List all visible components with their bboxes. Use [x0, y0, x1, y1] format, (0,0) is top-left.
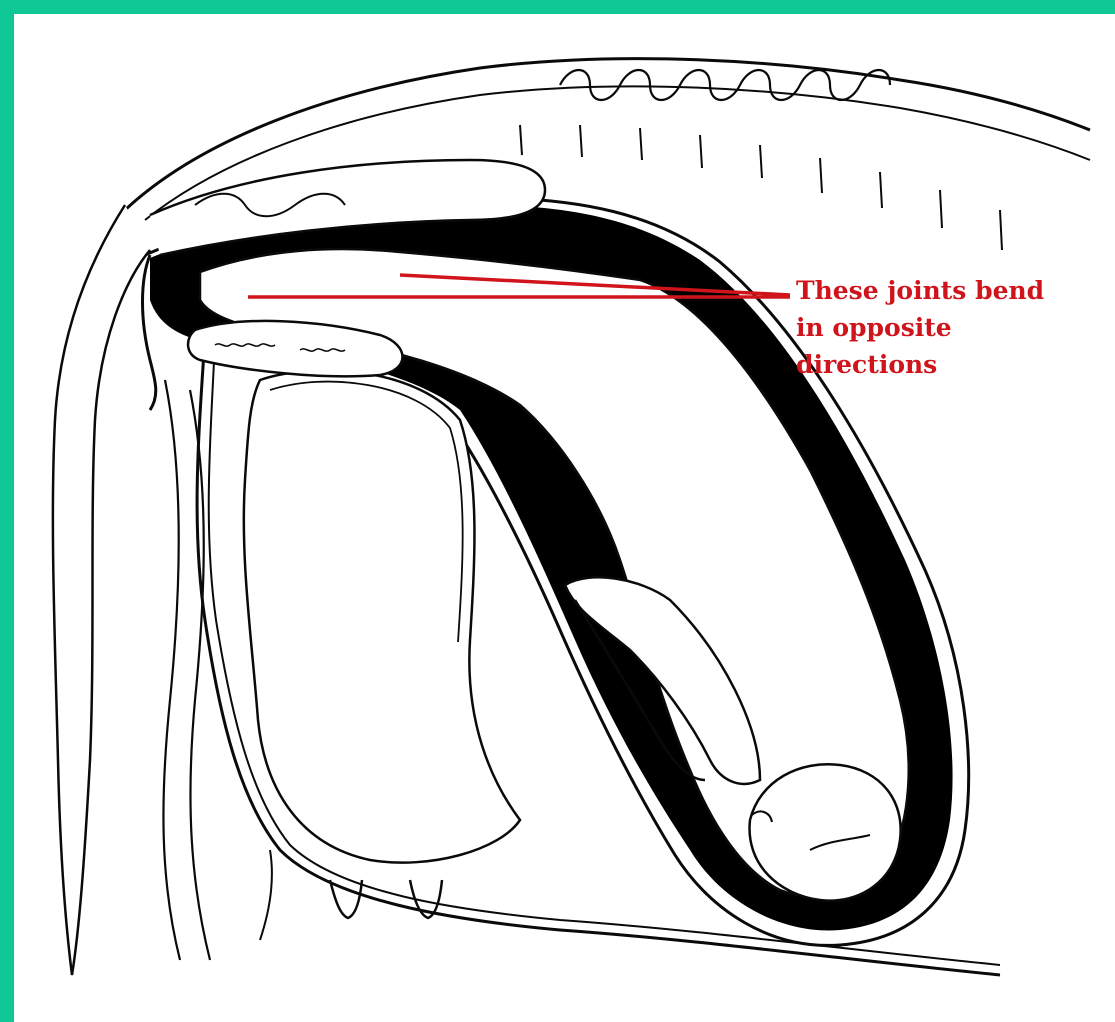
annotation-line-1: These joints bend	[796, 272, 1111, 309]
calf-head	[750, 764, 901, 900]
tail	[53, 205, 150, 975]
annotation-line-3: directions	[796, 346, 1111, 383]
frame-top-border	[0, 0, 1115, 14]
udder-fold	[260, 850, 272, 940]
annotation-text: These joints bend in opposite directions	[796, 272, 1111, 383]
rumen	[244, 370, 520, 862]
annotation-line-2: in opposite	[796, 309, 1111, 346]
vertebrae	[560, 70, 890, 100]
frame-left-border	[0, 0, 14, 1022]
hind-leg	[163, 380, 210, 960]
